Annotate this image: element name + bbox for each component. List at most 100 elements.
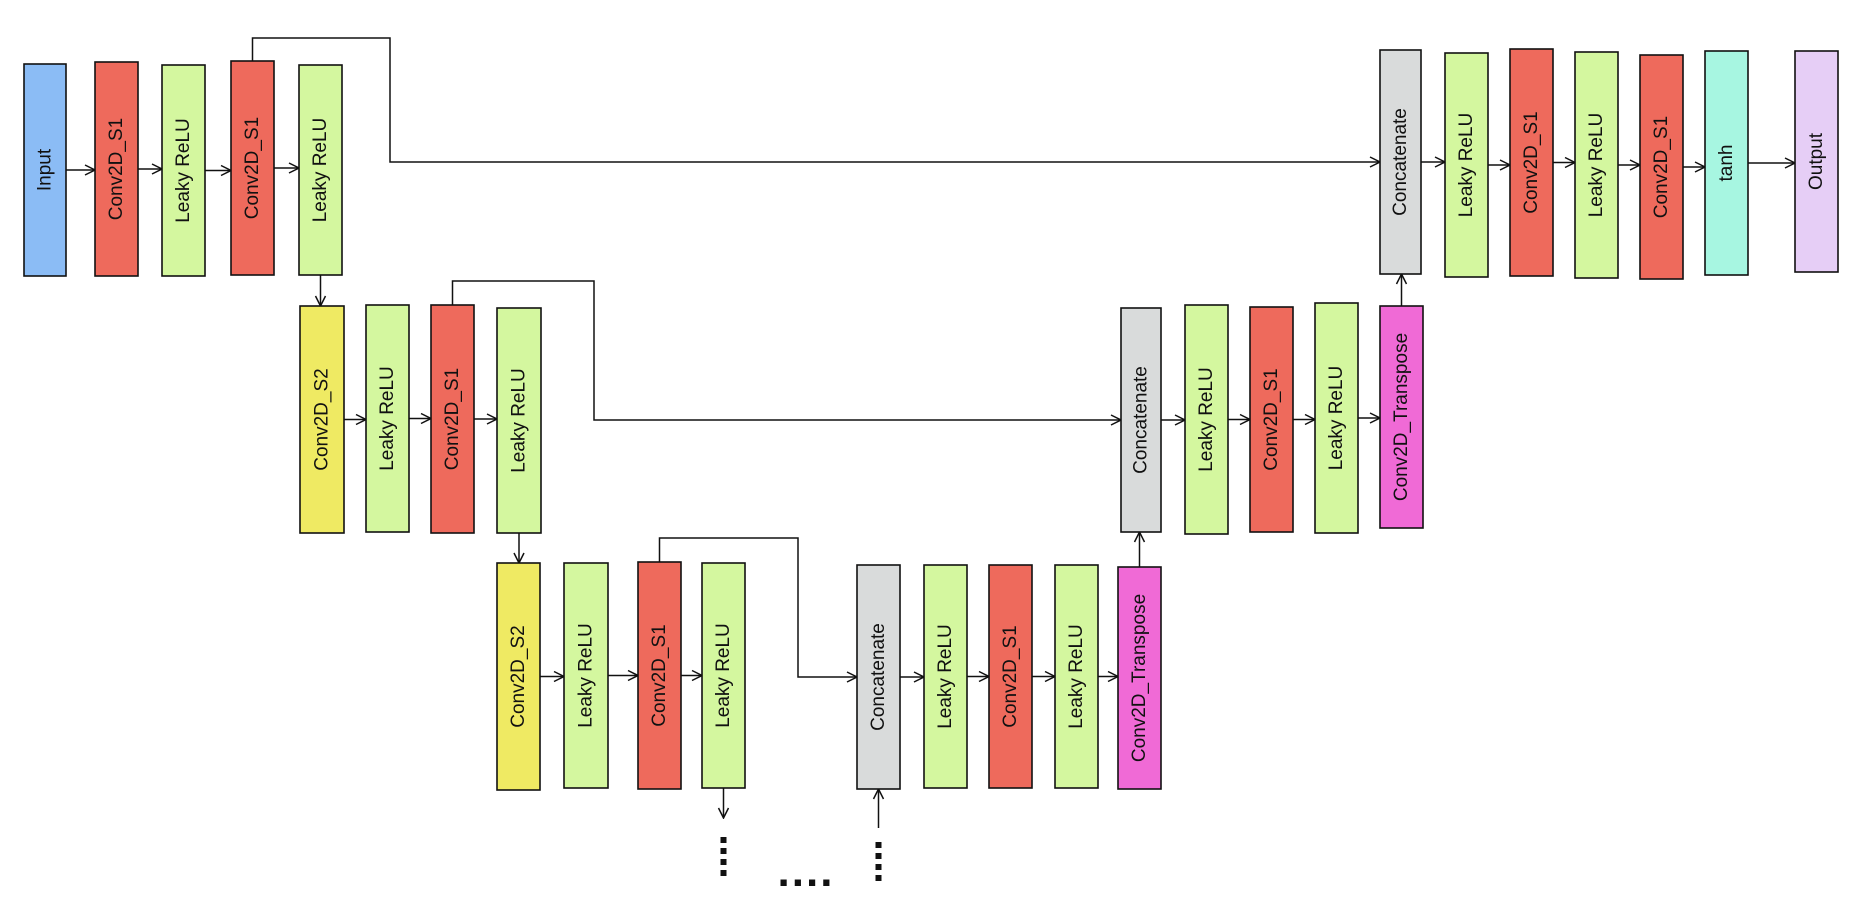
block-tanh-box xyxy=(1704,50,1749,276)
block-label: Conv2D_S1 xyxy=(242,117,263,219)
connections xyxy=(66,37,1795,828)
block-d3-conv-box xyxy=(988,564,1033,789)
block-e2-down-box xyxy=(299,305,345,534)
block-d3-relu-b: Leaky ReLU xyxy=(1054,564,1099,789)
block-d3-relu-b-box xyxy=(1054,564,1099,789)
block-e2-conv: Conv2D_S1 xyxy=(430,304,475,534)
vertical-ellipsis-right xyxy=(875,842,882,881)
block-d2-conv: Conv2D_S1 xyxy=(1249,306,1294,533)
block-e3-down-box xyxy=(496,562,541,791)
block-e1-conv-b-box xyxy=(230,60,275,276)
block-label: Conv2D_S1 xyxy=(1651,116,1672,218)
block-e3-relu-b: Leaky ReLU xyxy=(701,562,746,789)
block-e2-relu-b: Leaky ReLU xyxy=(496,307,542,534)
block-e1-relu-a-box xyxy=(161,64,206,277)
block-e2-relu-a-box xyxy=(365,304,410,533)
block-label: Output xyxy=(1806,132,1827,190)
block-label: Leaky ReLU xyxy=(173,118,194,223)
block-e3-conv-box xyxy=(637,561,682,790)
block-e2-relu-b-box xyxy=(496,307,542,534)
block-e1-relu-a: Leaky ReLU xyxy=(161,64,206,277)
skip-e1-conv-b-to-d1-concat xyxy=(251,37,1381,162)
block-d1-relu-a-box xyxy=(1444,52,1489,278)
block-label: Concatenate xyxy=(868,623,889,731)
block-d1-relu-b: Leaky ReLU xyxy=(1574,51,1619,279)
block-output-box xyxy=(1794,50,1839,273)
block-d1-relu-b-box xyxy=(1574,51,1619,279)
block-d1-conv-b: Conv2D_S1 xyxy=(1639,54,1684,280)
block-e3-relu-a: Leaky ReLU xyxy=(563,562,609,789)
block-label: Conv2D_S2 xyxy=(508,625,529,727)
horizontal-ellipsis: .... xyxy=(778,847,835,896)
block-label: Leaky ReLU xyxy=(576,623,597,728)
block-label: Leaky ReLU xyxy=(1326,366,1347,471)
block-label: Conv2D_S2 xyxy=(312,368,333,470)
block-output: Output xyxy=(1794,50,1839,273)
block-label: Leaky ReLU xyxy=(1196,367,1217,472)
block-label: Conv2D_S1 xyxy=(1521,111,1542,213)
block-d2-up: Conv2D_Transpose xyxy=(1379,305,1424,529)
block-d1-conv-a: Conv2D_S1 xyxy=(1509,48,1554,277)
block-label: Conv2D_S1 xyxy=(442,368,463,470)
block-e1-conv-b: Conv2D_S1 xyxy=(230,60,275,276)
block-d2-up-box xyxy=(1379,305,1424,529)
block-label: Concatenate xyxy=(1131,366,1152,474)
block-e3-relu-a-box xyxy=(563,562,609,789)
block-d2-concat: Concatenate xyxy=(1120,307,1162,533)
block-label: Leaky ReLU xyxy=(310,118,331,223)
block-e1-relu-b-box xyxy=(298,64,343,276)
block-label: Conv2D_Transpose xyxy=(1129,594,1150,762)
block-e2-relu-a: Leaky ReLU xyxy=(365,304,410,533)
block-label: Leaky ReLU xyxy=(1456,113,1477,218)
block-label: Conv2D_S1 xyxy=(649,624,670,726)
block-label: Input xyxy=(35,148,56,191)
block-d3-relu-a-box xyxy=(923,564,968,789)
block-label: Conv2D_S1 xyxy=(1261,368,1282,470)
block-label: tanh xyxy=(1716,145,1737,182)
block-d1-relu-a: Leaky ReLU xyxy=(1444,52,1489,278)
block-d1-conv-a-box xyxy=(1509,48,1554,277)
block-d3-conv: Conv2D_S1 xyxy=(988,564,1033,789)
block-e2-down: Conv2D_S2 xyxy=(299,305,345,534)
block-e1-conv-a-box xyxy=(94,61,139,277)
block-d1-conv-b-box xyxy=(1639,54,1684,280)
block-tanh: tanh xyxy=(1704,50,1749,276)
block-label: Leaky ReLU xyxy=(713,623,734,728)
block-input: Input xyxy=(23,63,67,277)
block-d3-concat: Concatenate xyxy=(856,564,901,790)
block-d3-up-box xyxy=(1117,566,1162,790)
continuation-markers: .... xyxy=(720,837,882,896)
block-input-box xyxy=(23,63,67,277)
block-label: Conv2D_S1 xyxy=(1000,625,1021,727)
block-e3-down: Conv2D_S2 xyxy=(496,562,541,791)
skip-e3-conv-to-d3-concat xyxy=(658,537,858,677)
skip-e2-conv-to-d2-concat xyxy=(451,280,1122,420)
block-d3-up: Conv2D_Transpose xyxy=(1117,566,1162,790)
block-d1-concat-box xyxy=(1379,49,1422,275)
block-label: Conv2D_S1 xyxy=(106,118,127,220)
block-d3-concat-box xyxy=(856,564,901,790)
block-e3-conv: Conv2D_S1 xyxy=(637,561,682,790)
block-d1-concat: Concatenate xyxy=(1379,49,1422,275)
block-e1-conv-a: Conv2D_S1 xyxy=(94,61,139,277)
block-d2-relu-a: Leaky ReLU xyxy=(1184,304,1229,535)
block-label: Leaky ReLU xyxy=(377,366,398,471)
block-e1-relu-b: Leaky ReLU xyxy=(298,64,343,276)
block-d3-relu-a: Leaky ReLU xyxy=(923,564,968,789)
block-d2-relu-b: Leaky ReLU xyxy=(1314,302,1359,534)
block-d2-concat-box xyxy=(1120,307,1162,533)
block-label: Leaky ReLU xyxy=(509,368,530,473)
vertical-ellipsis-left xyxy=(720,837,727,876)
block-label: Conv2D_Transpose xyxy=(1391,333,1412,501)
block-label: Leaky ReLU xyxy=(935,624,956,729)
block-e3-relu-b-box xyxy=(701,562,746,789)
block-label: Concatenate xyxy=(1390,108,1411,216)
block-label: Leaky ReLU xyxy=(1066,624,1087,729)
block-label: Leaky ReLU xyxy=(1586,113,1607,218)
block-d2-relu-b-box xyxy=(1314,302,1359,534)
block-e2-conv-box xyxy=(430,304,475,534)
block-d2-conv-box xyxy=(1249,306,1294,533)
block-d2-relu-a-box xyxy=(1184,304,1229,535)
